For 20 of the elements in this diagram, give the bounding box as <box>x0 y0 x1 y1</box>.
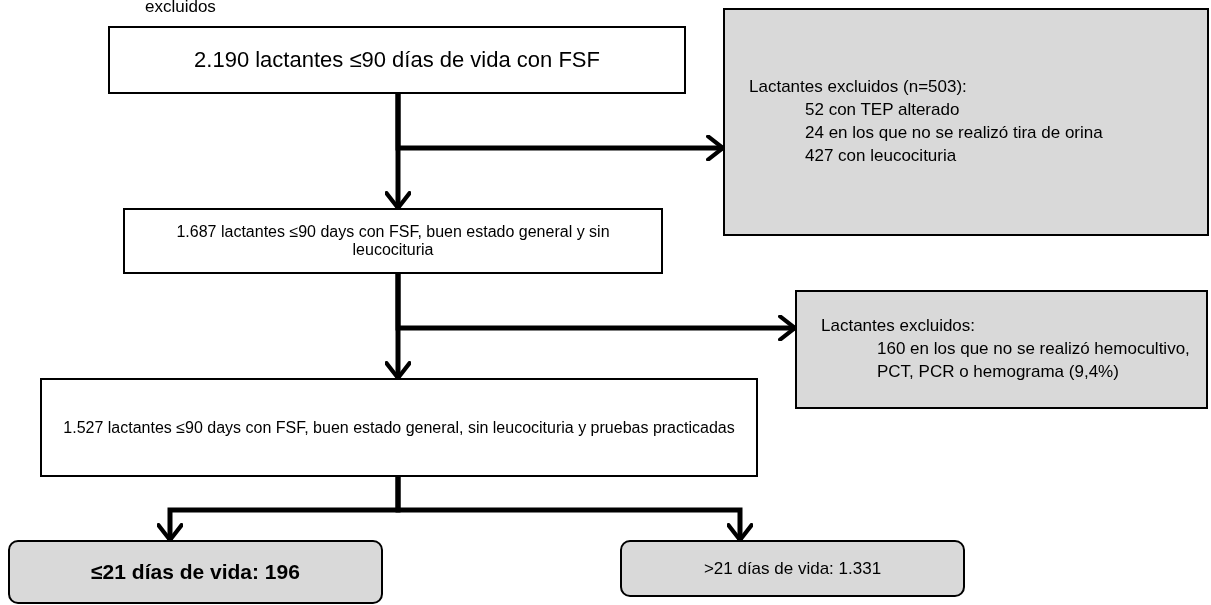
list-item: 52 con TEP alterado <box>804 99 961 122</box>
process-box <box>108 26 686 94</box>
arrow <box>395 477 754 543</box>
box-heading: Lactantes excluidos (n=503): <box>749 76 968 99</box>
note-text: excluidos <box>145 0 216 17</box>
box-text: 1.527 lactantes ≤90 days con FSF, buen estado general, sin leucocituria y pruebas practicadas <box>62 418 736 437</box>
result-box <box>620 540 965 597</box>
list-item: 160 en los que no se realizó hemocultivo, PCT, PCR o hemograma (9,4%) <box>876 338 1191 383</box>
box-text: ≤21 días de vida: 196 <box>90 560 301 584</box>
process-box <box>123 208 663 274</box>
result-box <box>8 540 383 604</box>
exclusion-box <box>795 290 1208 409</box>
list-item: 24 en los que no se realizó tira de orina <box>804 122 1104 144</box>
box-heading: Lactantes excluidos: <box>821 315 977 338</box>
box-text: 2.190 lactantes ≤90 días de vida con FSF <box>193 47 601 73</box>
exclusion-box <box>723 8 1209 236</box>
box-text: >21 días de vida: 1.331 <box>702 558 883 579</box>
list-item: 427 con leucocituria <box>804 144 958 167</box>
box-text: 1.687 lactantes ≤90 days con FSF, buen estado general y sin leucocituria <box>175 223 611 259</box>
process-box <box>40 378 758 477</box>
